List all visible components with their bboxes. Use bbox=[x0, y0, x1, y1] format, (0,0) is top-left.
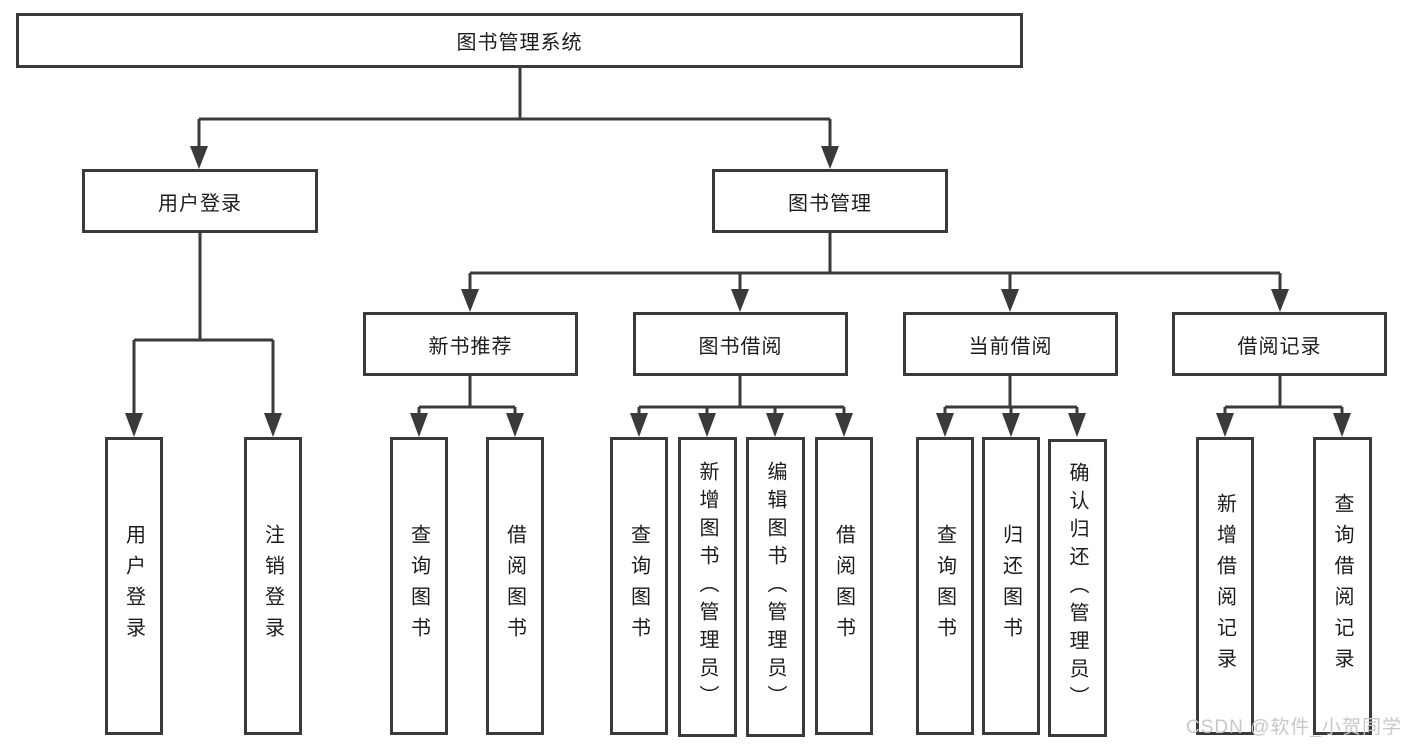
node-user-login-label: 用户登录 bbox=[158, 192, 242, 215]
arrowhead bbox=[461, 289, 479, 312]
arrowhead bbox=[766, 413, 784, 437]
node-current-borrow-label: 当前借阅 bbox=[968, 335, 1053, 358]
arrowhead bbox=[264, 413, 282, 437]
node-current-borrow: 当前借阅 bbox=[903, 312, 1118, 376]
node-root-label: 图书管理系统 bbox=[456, 32, 583, 54]
arrowhead bbox=[936, 413, 954, 437]
connector-borrow-records bbox=[1223, 376, 1344, 414]
node-root: 图书管理系统 bbox=[16, 13, 1023, 68]
leaf-newrec-borrow-book: 借阅图书 bbox=[486, 437, 544, 735]
arrowhead bbox=[698, 413, 716, 437]
node-borrow-records: 借阅记录 bbox=[1172, 312, 1387, 376]
node-borrow-records-label: 借阅记录 bbox=[1237, 335, 1322, 358]
leaf-records-query-record-label: 查询借阅记录 bbox=[1331, 493, 1353, 679]
connector-root bbox=[197, 68, 832, 147]
leaf-borrow-add-book: 新增图书（管理员） bbox=[678, 437, 737, 737]
arrowhead bbox=[1271, 289, 1289, 312]
leaf-borrow-borrow-book: 借阅图书 bbox=[815, 437, 873, 735]
leaf-borrow-query-book-label: 查询图书 bbox=[627, 524, 650, 648]
leaf-current-query-book: 查询图书 bbox=[916, 437, 974, 735]
leaf-newrec-borrow-book-label: 借阅图书 bbox=[503, 524, 526, 648]
leaf-records-query-record: 查询借阅记录 bbox=[1313, 437, 1372, 735]
arrowhead bbox=[410, 413, 428, 437]
leaf-logout-label: 注销登录 bbox=[261, 524, 284, 648]
leaf-logout: 注销登录 bbox=[244, 437, 302, 735]
leaf-current-return-book-label: 归还图书 bbox=[999, 524, 1022, 648]
leaf-current-confirm-return-label: 确认归还（管理员） bbox=[1066, 462, 1088, 714]
leaf-user-login: 用户登录 bbox=[105, 437, 163, 735]
node-book-borrow-label: 图书借阅 bbox=[698, 335, 783, 358]
leaf-user-login-label: 用户登录 bbox=[122, 524, 145, 648]
leaf-borrow-edit-book: 编辑图书（管理员） bbox=[746, 437, 805, 737]
watermark: CSDN @软件_小贺同学 bbox=[1186, 717, 1402, 738]
leaf-current-query-book-label: 查询图书 bbox=[933, 524, 956, 648]
leaf-current-confirm-return: 确认归还（管理员） bbox=[1048, 439, 1107, 737]
leaf-borrow-query-book: 查询图书 bbox=[610, 437, 668, 735]
leaf-borrow-add-book-label: 新增图书（管理员） bbox=[696, 461, 718, 713]
arrowhead bbox=[1216, 413, 1234, 437]
node-user-login: 用户登录 bbox=[82, 169, 318, 233]
leaf-records-add-record-label: 新增借阅记录 bbox=[1213, 493, 1236, 679]
node-book-borrow: 图书借阅 bbox=[633, 312, 848, 376]
node-new-book-recommend: 新书推荐 bbox=[363, 312, 578, 376]
arrowhead bbox=[821, 146, 839, 169]
arrowhead bbox=[506, 413, 524, 437]
connector-book-borrow bbox=[637, 376, 846, 414]
connector-current-borrow bbox=[943, 376, 1079, 414]
arrowhead bbox=[1068, 413, 1086, 437]
leaf-records-add-record: 新增借阅记录 bbox=[1196, 437, 1254, 735]
leaf-borrow-edit-book-label: 编辑图书（管理员） bbox=[764, 461, 786, 713]
arrowhead bbox=[190, 146, 208, 169]
connector-user-login bbox=[132, 233, 275, 414]
node-book-management-label: 图书管理 bbox=[788, 192, 872, 215]
arrowhead bbox=[731, 289, 749, 312]
arrowhead bbox=[125, 413, 143, 437]
arrowhead bbox=[630, 413, 648, 437]
arrowhead bbox=[1001, 289, 1019, 312]
node-book-management: 图书管理 bbox=[712, 169, 948, 233]
node-new-book-recommend-label: 新书推荐 bbox=[428, 335, 513, 358]
leaf-current-return-book: 归还图书 bbox=[982, 437, 1040, 735]
leaf-newrec-query-book-label: 查询图书 bbox=[407, 524, 430, 648]
leaf-borrow-borrow-book-label: 借阅图书 bbox=[832, 524, 855, 648]
leaf-newrec-query-book: 查询图书 bbox=[390, 437, 448, 735]
arrowhead bbox=[835, 413, 853, 437]
arrowhead bbox=[1002, 413, 1020, 437]
connector-book-management bbox=[468, 233, 1282, 290]
arrowhead bbox=[1333, 413, 1351, 437]
connector-new-book bbox=[417, 376, 517, 414]
